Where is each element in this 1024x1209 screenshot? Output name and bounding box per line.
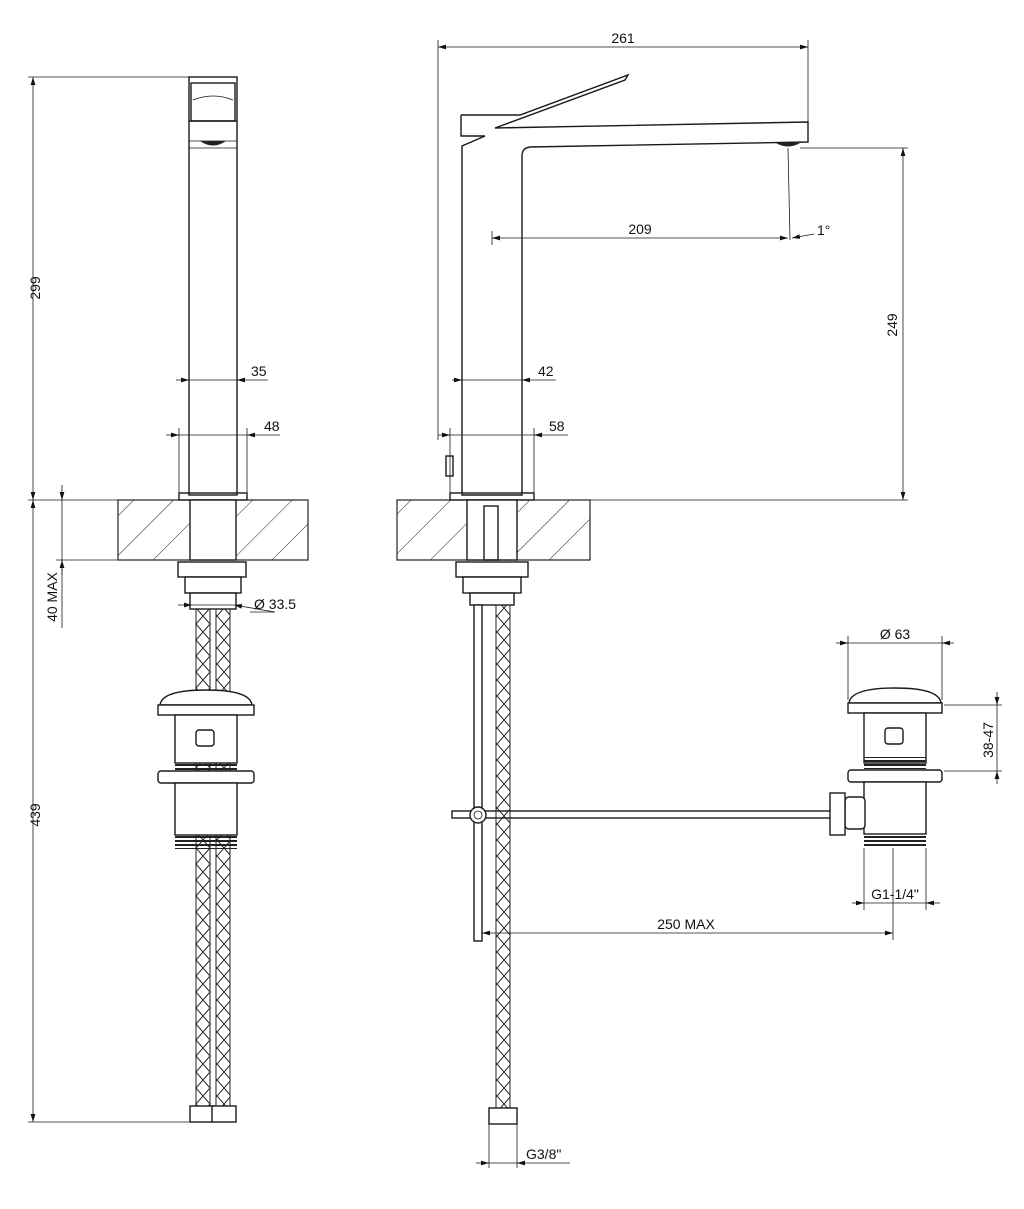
side-popup-waste — [829, 687, 943, 848]
dimension-63: Ø 63 — [836, 626, 954, 700]
dimension-label-299: 299 — [27, 276, 43, 300]
dimension-label-35: 35 — [251, 363, 267, 379]
dimension-48: 48 — [166, 418, 280, 493]
dimension-58: 58 — [438, 418, 568, 493]
dimension-label-33-5: Ø 33.5 — [254, 596, 296, 612]
dimension-42: 42 — [452, 363, 556, 383]
dimension-label-38-47: 38-47 — [980, 722, 996, 758]
dimension-40-max: 40 MAX — [44, 485, 118, 628]
dimension-label-261: 261 — [611, 30, 635, 46]
dimension-label-1-degree: 1° — [817, 222, 830, 238]
dimension-label-42: 42 — [538, 363, 554, 379]
dimension-label-63: Ø 63 — [880, 626, 911, 642]
dimension-label-g1-1-4: G1-1/4" — [871, 886, 919, 902]
dimension-261: 261 — [438, 30, 808, 50]
dimension-label-439: 439 — [27, 803, 43, 827]
dimension-label-40-max: 40 MAX — [44, 571, 60, 621]
side-view: 261 209 1° 249 42 58 — [396, 30, 1002, 1168]
dimension-label-g3-8: G3/8" — [526, 1146, 561, 1162]
front-flexible-hoses — [189, 608, 237, 1123]
front-faucet-body — [178, 76, 248, 501]
dimension-label-48: 48 — [264, 418, 280, 434]
dimension-label-250-max: 250 MAX — [657, 916, 715, 932]
side-countertop-section — [396, 499, 591, 561]
dimension-label-249: 249 — [884, 313, 900, 337]
side-faucet-body — [437, 40, 809, 501]
front-mounting-nut — [177, 561, 247, 610]
dimension-250-max: 250 MAX — [482, 848, 894, 940]
dimension-439: 439 — [27, 499, 190, 1123]
dimension-209: 209 — [491, 221, 788, 245]
dimension-33-5: Ø 33.5 — [178, 596, 296, 613]
dimension-299: 299 — [27, 76, 189, 500]
front-popup-waste — [157, 689, 255, 849]
side-flexible-hose — [488, 604, 518, 1125]
front-view: 299 439 40 MAX 35 48 — [27, 76, 309, 1123]
dimension-label-58: 58 — [549, 418, 565, 434]
dimension-g1-1-4: G1-1/4" — [852, 848, 940, 910]
side-mounting-nut — [455, 561, 529, 606]
dimension-1-degree: 1° — [791, 222, 830, 239]
front-countertop-section — [117, 499, 309, 561]
dimension-38-47: 38-47 — [944, 692, 1002, 784]
dimension-g3-8: G3/8" — [476, 1124, 570, 1168]
dimension-35: 35 — [176, 363, 268, 383]
dimension-249: 249 — [590, 147, 908, 501]
dimension-label-209: 209 — [628, 221, 652, 237]
